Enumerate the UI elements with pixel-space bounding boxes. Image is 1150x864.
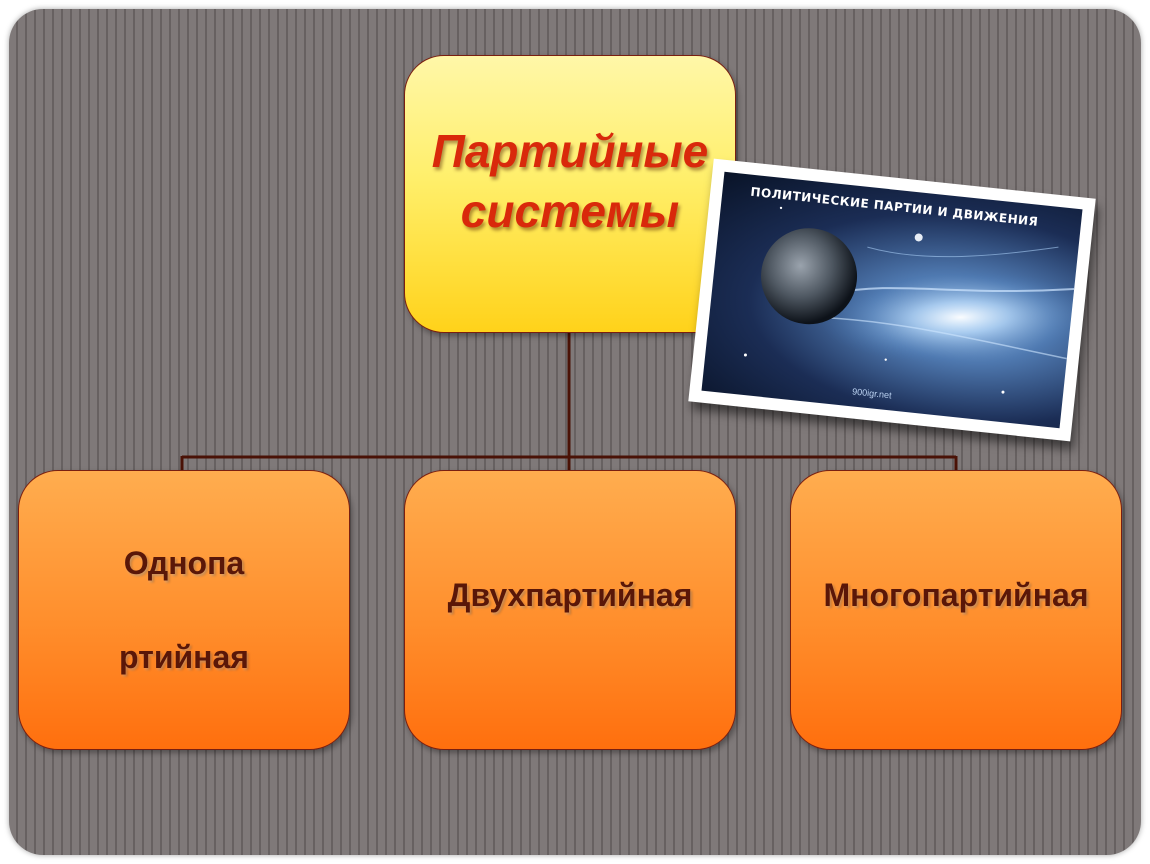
space-image: ПОЛИТИЧЕСКИЕ ПАРТИИ И ДВИЖЕНИЯ 900igr.ne… (701, 171, 1083, 429)
child-node-one-party-label: Однопа ртийная (119, 538, 249, 682)
child-node-two-party-label: Двухпартийная (447, 576, 693, 613)
child-node-multi-party-label: Многопартийная (823, 576, 1089, 613)
photo-frame: ПОЛИТИЧЕСКИЕ ПАРТИИ И ДВИЖЕНИЯ 900igr.ne… (688, 158, 1096, 442)
child-node-two-party: Двухпартийная (404, 470, 736, 750)
root-title-line-2: системы (460, 185, 680, 237)
root-node-title: Партийные системы (432, 121, 709, 241)
child-one-party-line-1: Однопа (123, 545, 245, 581)
child-one-party-line-2: ртийная (119, 639, 249, 675)
space-illustration (743, 206, 1083, 394)
root-title-line-1: Партийные (431, 125, 709, 177)
child-node-multi-party: Многопартийная (790, 470, 1122, 750)
child-node-one-party: Однопа ртийная (18, 470, 350, 750)
photo-card: ПОЛИТИЧЕСКИЕ ПАРТИИ И ДВИЖЕНИЯ 900igr.ne… (688, 158, 1096, 442)
root-node-party-systems: Партийные системы (404, 55, 736, 333)
